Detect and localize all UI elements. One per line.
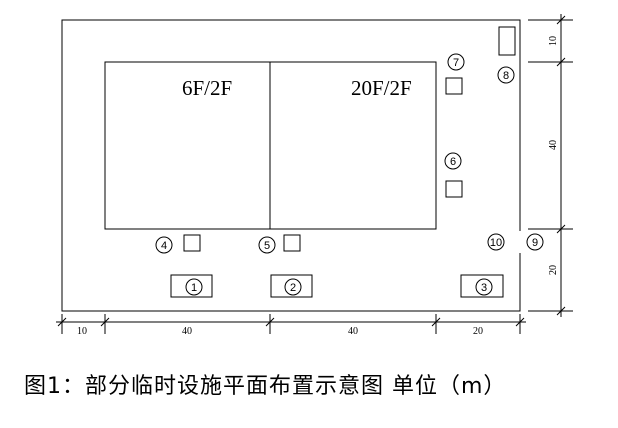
svg-text:9: 9 — [532, 237, 538, 249]
figure-caption: 图1：部分临时设施平面布置示意图 单位（m） — [24, 374, 507, 399]
marker-8: 8 — [497, 66, 515, 84]
right-dimension-chain — [528, 14, 573, 317]
marker-3: 3 — [475, 278, 493, 296]
svg-text:5: 5 — [264, 240, 270, 252]
marker-4: 4 — [155, 236, 173, 254]
svg-text:2: 2 — [290, 282, 296, 294]
marker-1: 1 — [185, 278, 203, 296]
facility-3-box — [460, 274, 504, 298]
marker-9: 9 — [526, 233, 544, 251]
dim-bottom-1: 10 — [77, 326, 87, 337]
marker-10: 10 — [487, 233, 505, 251]
building-right-label: 20F/2F — [351, 76, 412, 100]
facility-7-box — [445, 77, 463, 95]
marker-7: 7 — [447, 53, 465, 71]
facility-6-box — [445, 180, 463, 198]
dim-right-2: 40 — [548, 140, 559, 150]
bottom-dimension-chain — [56, 314, 526, 334]
marker-5: 5 — [258, 236, 276, 254]
dim-bottom-2: 40 — [182, 326, 192, 337]
svg-text:3: 3 — [481, 282, 487, 294]
dim-right-1: 10 — [548, 36, 559, 46]
svg-text:10: 10 — [490, 237, 502, 249]
marker-2: 2 — [284, 278, 302, 296]
facility-1-box — [170, 274, 213, 298]
svg-text:8: 8 — [503, 70, 509, 82]
facility-4-box — [183, 234, 201, 252]
dim-bottom-3: 40 — [348, 326, 358, 337]
gate-opening — [518, 231, 522, 253]
site-boundary — [61, 19, 521, 312]
building-left-label: 6F/2F — [182, 76, 232, 100]
facility-8-box — [498, 26, 516, 56]
facility-5-box — [283, 234, 301, 252]
facility-2-box — [270, 274, 313, 298]
svg-text:6: 6 — [450, 156, 456, 168]
dim-right-3: 20 — [548, 265, 559, 275]
building-right — [269, 61, 437, 230]
marker-6: 6 — [444, 152, 462, 170]
dim-bottom-4: 20 — [473, 326, 483, 337]
svg-text:1: 1 — [191, 282, 197, 294]
site-plan-diagram: 6F/2F 20F/2F 1 2 3 4 5 6 7 8 — [56, 14, 573, 337]
svg-text:7: 7 — [453, 57, 459, 69]
svg-text:4: 4 — [161, 240, 167, 252]
